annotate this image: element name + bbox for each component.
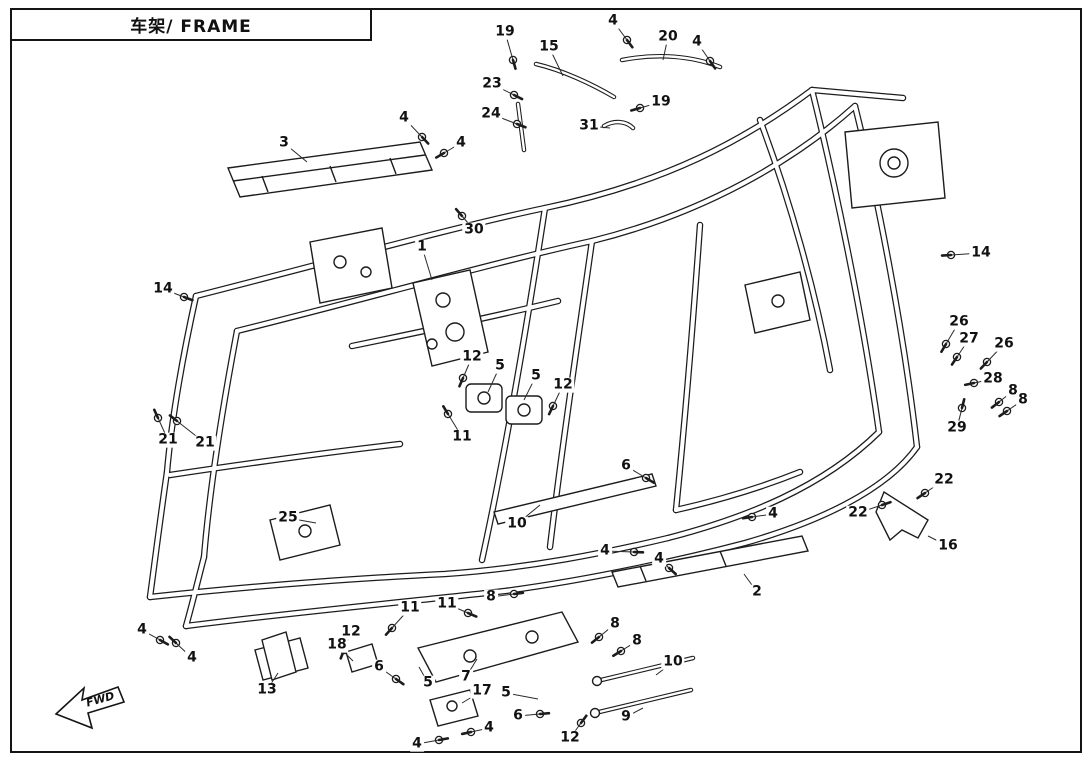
page-border xyxy=(10,8,1082,753)
title-block: 车架/ FRAME xyxy=(10,8,372,41)
fwd-arrow: FWD xyxy=(54,685,126,730)
diagram-title: 车架/ FRAME xyxy=(130,17,252,37)
brackets-layer xyxy=(227,121,946,727)
